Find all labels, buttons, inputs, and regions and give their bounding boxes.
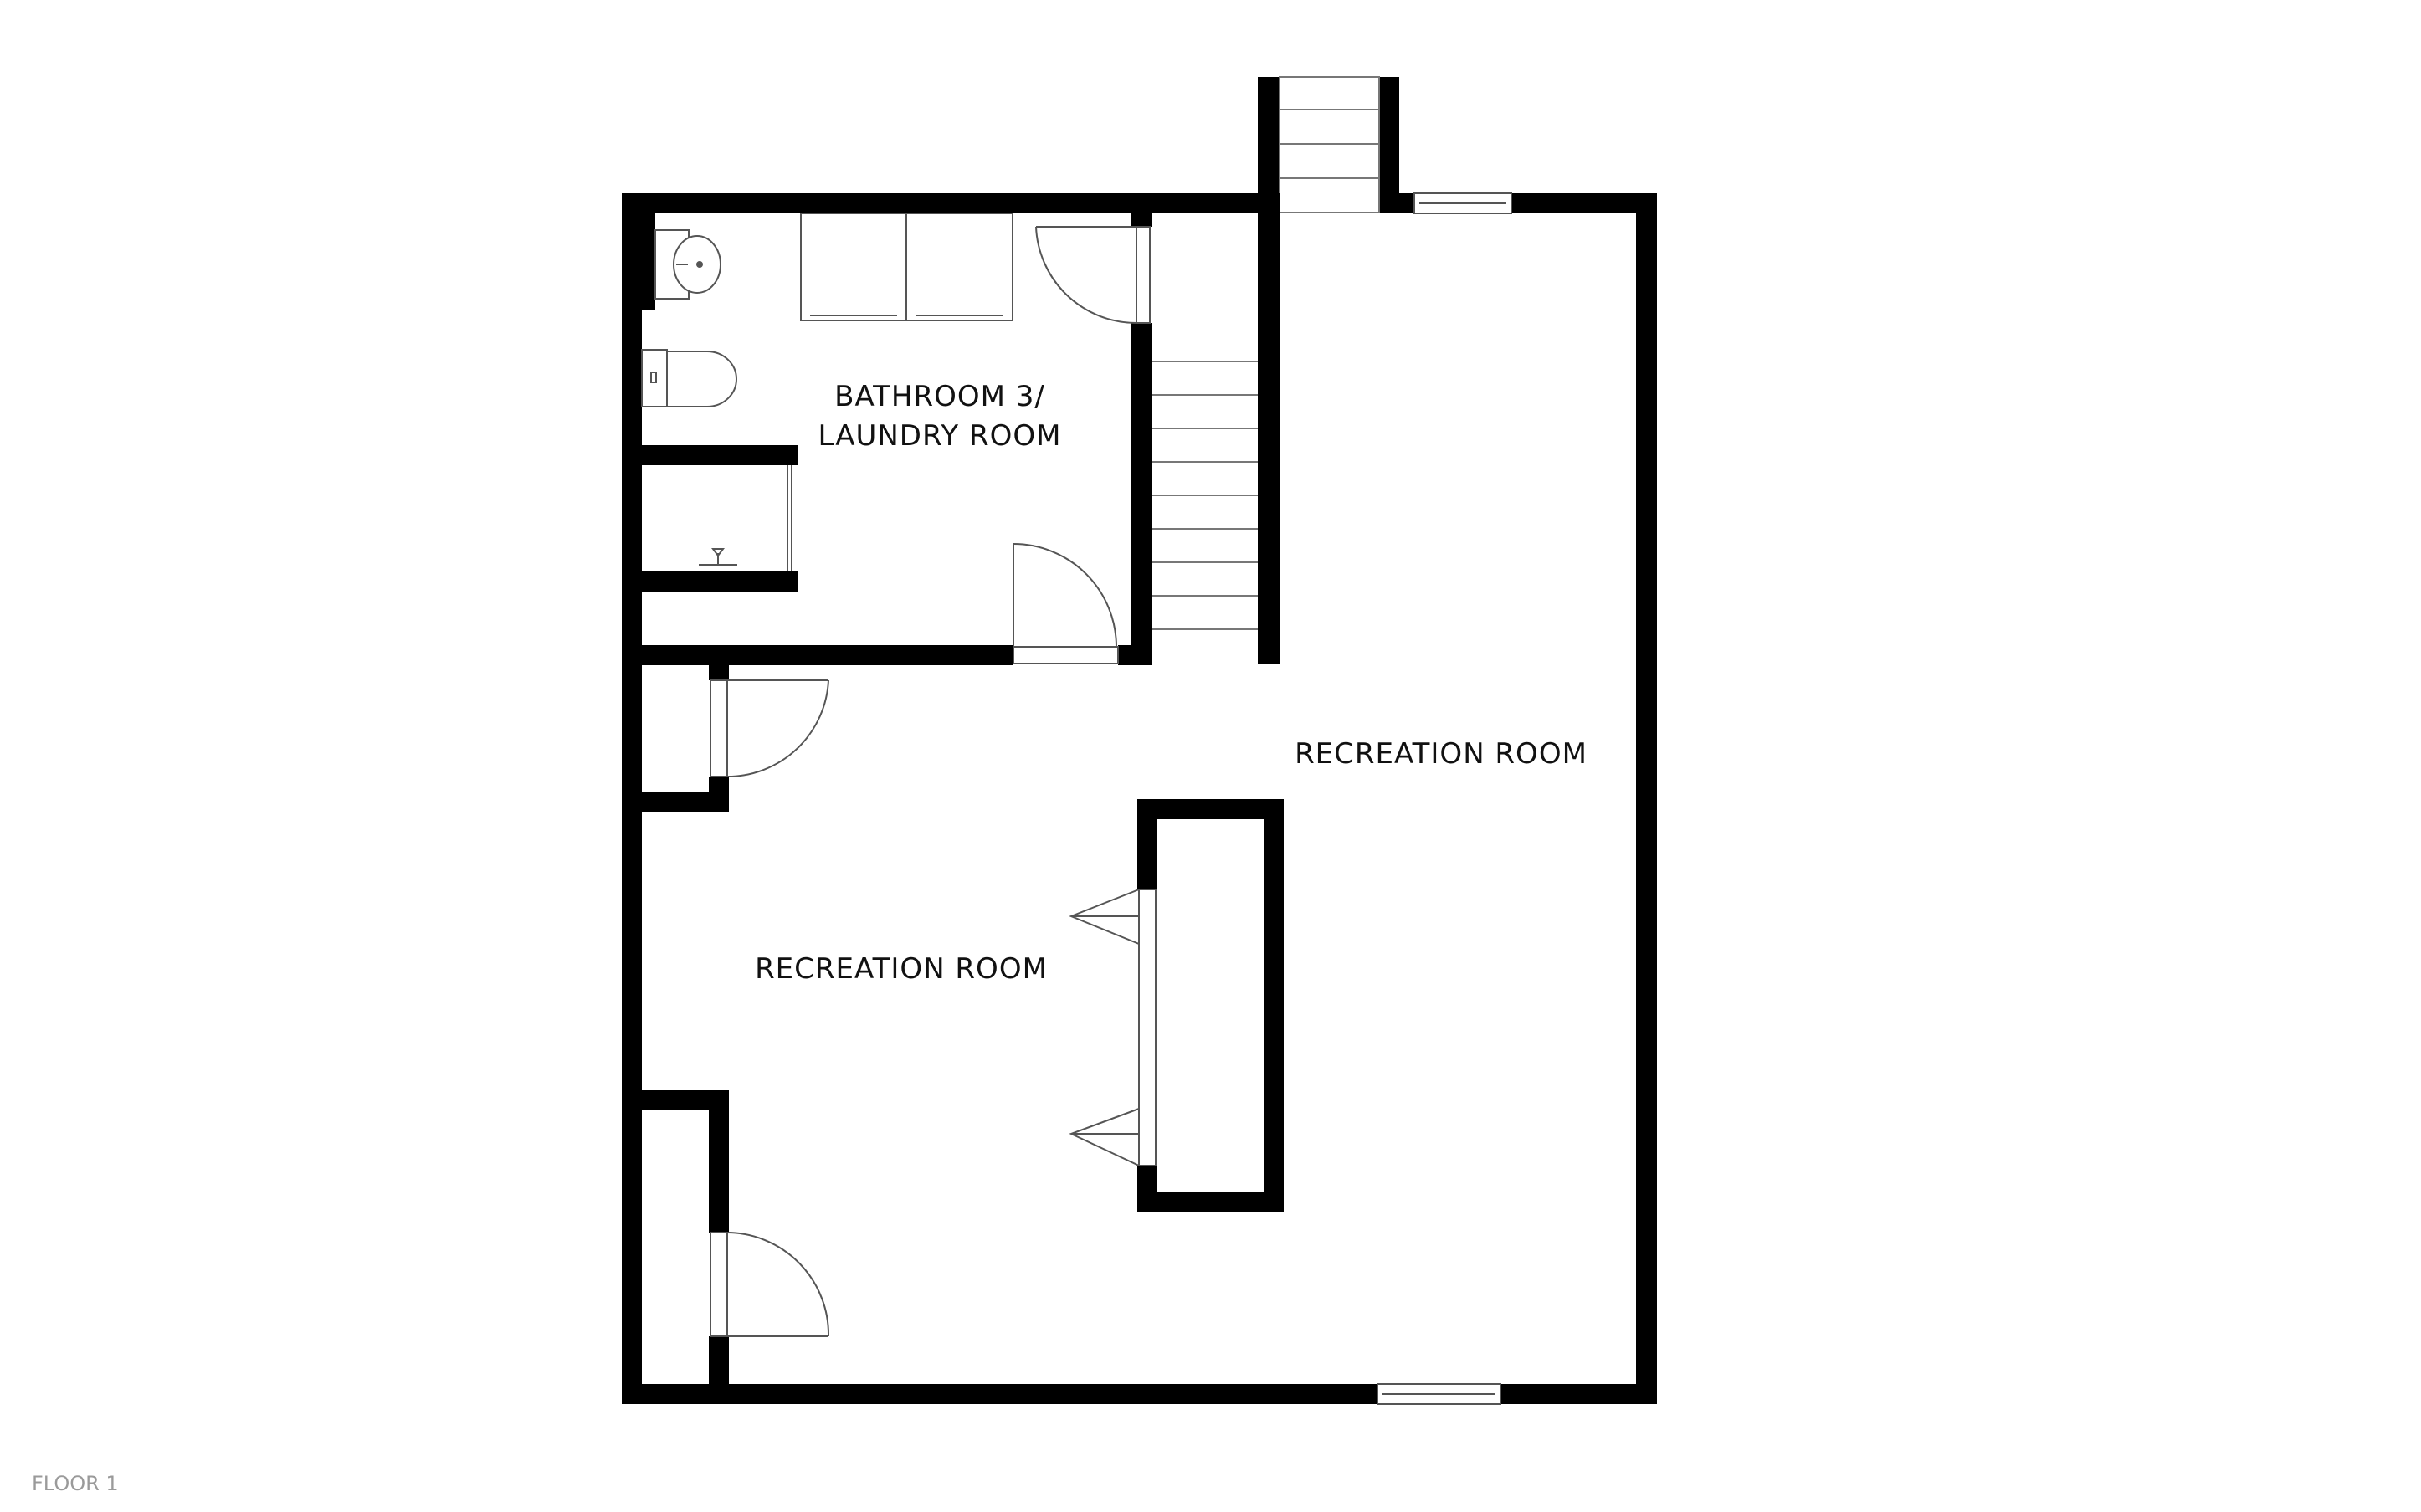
- wall-tub-bottom: [642, 571, 798, 592]
- wall-top-left: [622, 193, 1258, 213]
- exterior-walls: [622, 77, 1657, 1404]
- window-top: [1413, 192, 1512, 214]
- washer-icon: [800, 213, 907, 321]
- wall-central-left-a: [1137, 799, 1157, 889]
- wall-bath-stairs-a: [1131, 213, 1152, 227]
- wall-stair-out-left: [1258, 77, 1280, 213]
- wall-central-bottom: [1137, 1192, 1284, 1212]
- door-closet-upper: [710, 679, 829, 778]
- wall-tub-top: [642, 445, 798, 465]
- wall-bottom-a: [622, 1384, 1377, 1404]
- wall-central-left-b: [1137, 1166, 1157, 1212]
- sink-icon: [654, 229, 721, 300]
- window-bottom: [1377, 1383, 1501, 1405]
- wall-stair-out-right: [1379, 77, 1399, 213]
- door-closet-bifold: [1069, 889, 1157, 1166]
- wall-stairs-right: [1258, 193, 1280, 664]
- wall-closet-lower-side: [709, 1090, 729, 1233]
- staircase-exterior: [1279, 76, 1380, 213]
- recreation-room-east-label: RECREATION ROOM: [1295, 737, 1587, 771]
- wall-bottom-b: [1500, 1384, 1657, 1404]
- wall-central-top: [1137, 799, 1284, 819]
- toilet-icon: [641, 349, 737, 407]
- wall-closet-lower-side-b: [709, 1336, 729, 1404]
- wall-top-right-b: [1511, 193, 1657, 213]
- floor-label: FLOOR 1: [32, 1472, 119, 1495]
- wall-left: [622, 193, 642, 1404]
- interior-walls: [622, 193, 1284, 1404]
- wall-sink-column: [637, 213, 655, 310]
- door-bathroom-south: [1013, 543, 1119, 664]
- bathroom-label-line2: LAUNDRY ROOM: [818, 419, 1062, 453]
- bathroom-label-line1: BATHROOM 3/: [834, 380, 1045, 413]
- wall-right: [1636, 193, 1657, 1404]
- wall-bath-south: [622, 645, 1013, 665]
- wall-bath-stairs-b: [1131, 323, 1152, 664]
- wall-closet-upper-bottom: [642, 792, 729, 812]
- wall-closet-upper-side: [709, 665, 729, 680]
- bathtub-icon: [699, 465, 792, 571]
- staircase-icon: [1152, 361, 1258, 630]
- recreation-room-west-label: RECREATION ROOM: [755, 952, 1048, 986]
- door-bath-stairs: [1035, 226, 1151, 325]
- wall-bath-south-b: [1118, 645, 1152, 665]
- wall-central-right: [1264, 799, 1284, 1212]
- door-closet-lower: [710, 1232, 830, 1337]
- dryer-icon: [905, 213, 1013, 321]
